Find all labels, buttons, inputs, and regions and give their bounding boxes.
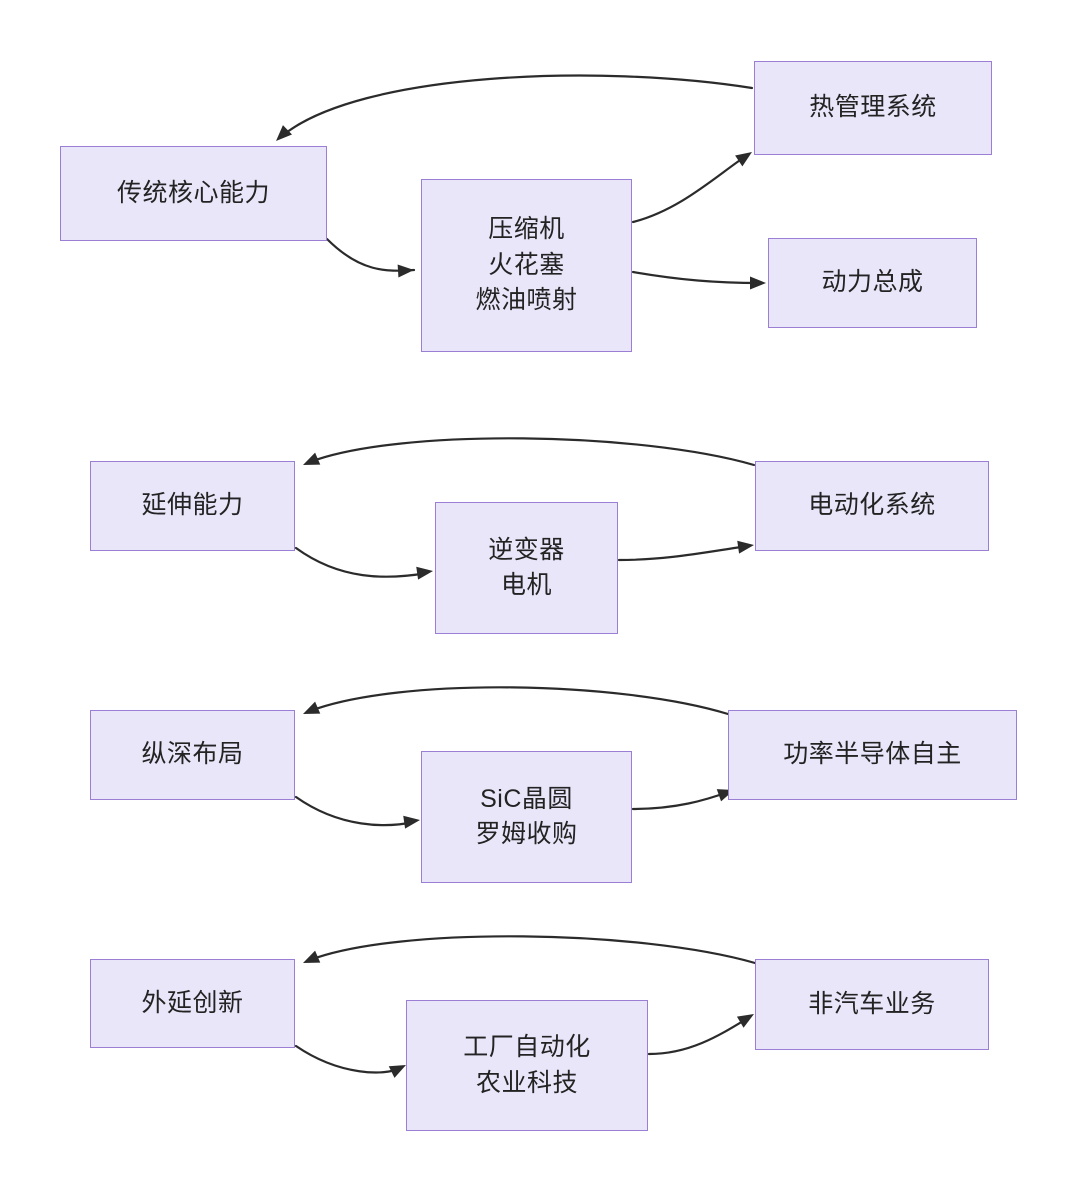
node-factory-automation-agritech[interactable]: 工厂自动化农业科技 xyxy=(406,1000,648,1131)
node-external-innovation[interactable]: 外延创新 xyxy=(90,959,295,1048)
arrowhead-icon xyxy=(303,950,321,963)
edge-e10 xyxy=(303,686,730,716)
node-non-automotive-business[interactable]: 非汽车业务 xyxy=(755,959,989,1050)
arrowhead-icon xyxy=(303,701,321,714)
edge-e7 xyxy=(303,437,756,467)
node-extension-capability[interactable]: 延伸能力 xyxy=(90,461,295,551)
edge-e5 xyxy=(294,546,433,580)
node-label-line: 火花塞 xyxy=(488,250,565,279)
edge-e12 xyxy=(647,1014,754,1056)
node-ice-components[interactable]: 压缩机火花塞燃油喷射 xyxy=(421,179,632,352)
node-label-line: 传统核心能力 xyxy=(116,178,270,207)
node-inverter-motor[interactable]: 逆变器电机 xyxy=(435,502,618,634)
node-label-line: 热管理系统 xyxy=(809,93,937,122)
node-label-line: 功率半导体自主 xyxy=(783,740,962,769)
node-label-line: 燃油喷射 xyxy=(475,286,578,315)
arrowhead-icon xyxy=(416,566,433,580)
node-power-semiconductor-autonomy[interactable]: 功率半导体自主 xyxy=(728,710,1017,800)
node-sic-wafer-rohm[interactable]: SiC晶圆罗姆收购 xyxy=(421,751,632,883)
node-label-line: 工厂自动化 xyxy=(463,1033,591,1061)
node-label-line: 外延创新 xyxy=(141,988,244,1017)
edge-e4 xyxy=(276,74,754,141)
node-vertical-deployment[interactable]: 纵深布局 xyxy=(90,710,295,800)
node-label-line: SiC晶圆 xyxy=(480,784,573,813)
node-thermal-management-system[interactable]: 热管理系统 xyxy=(754,61,992,155)
node-label-line: 电动化系统 xyxy=(808,491,936,520)
node-label-line: 非汽车业务 xyxy=(808,989,936,1018)
node-traditional-core-capability[interactable]: 传统核心能力 xyxy=(60,146,327,241)
edge-e3 xyxy=(631,270,766,290)
node-label-line: 纵深布局 xyxy=(141,740,244,769)
edge-e11 xyxy=(294,1044,406,1078)
arrowhead-icon xyxy=(750,276,766,290)
node-label-line: 罗姆收购 xyxy=(475,820,578,848)
arrowhead-icon xyxy=(403,815,420,829)
arrowhead-icon xyxy=(735,152,752,167)
edge-e2 xyxy=(631,152,752,224)
edge-e13 xyxy=(303,935,757,965)
edge-e1 xyxy=(325,237,416,278)
node-label-line: 压缩机 xyxy=(488,215,565,244)
arrowhead-icon xyxy=(397,264,414,278)
arrowhead-icon xyxy=(303,452,321,465)
node-label-line: 电机 xyxy=(500,571,552,599)
node-label-line: 延伸能力 xyxy=(141,491,244,520)
node-label-line: 农业科技 xyxy=(475,1068,578,1097)
node-powertrain[interactable]: 动力总成 xyxy=(768,238,977,328)
arrowhead-icon xyxy=(276,125,293,141)
node-label-line: 逆变器 xyxy=(488,535,565,564)
node-label-line: 动力总成 xyxy=(821,268,924,297)
arrowhead-icon xyxy=(737,540,754,554)
edge-e9 xyxy=(631,789,734,811)
node-electrification-system[interactable]: 电动化系统 xyxy=(755,461,989,551)
edge-e6 xyxy=(617,540,754,562)
edge-e8 xyxy=(294,795,420,829)
